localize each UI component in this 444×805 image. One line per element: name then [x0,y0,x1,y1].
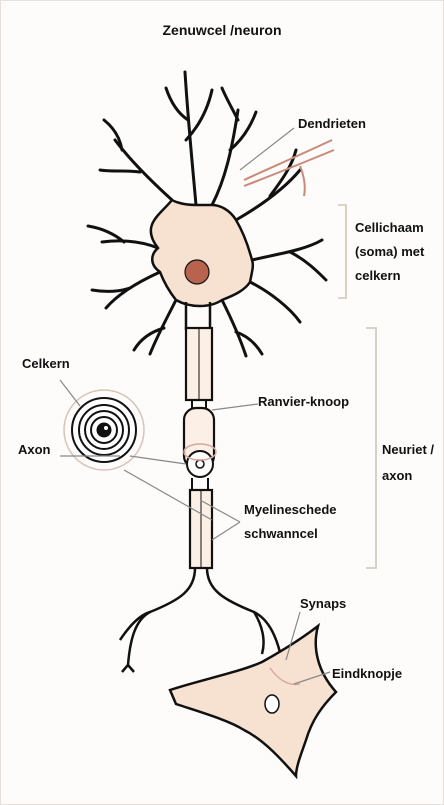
label-neurite-1: Neuriet / [382,440,434,460]
axon-terminals [120,568,290,672]
label-neurite-2: axon [382,466,412,486]
nucleus-icon [185,260,209,284]
label-terminal: Eindknopje [332,664,402,684]
label-schwann: schwanncel [244,524,318,544]
label-myelin: Myelineschede [244,500,337,520]
label-cell-body-2: (soma) met [355,242,424,262]
axon-cross-core [196,460,204,468]
label-axon: Axon [18,440,51,460]
label-synapse: Synaps [300,594,346,614]
label-ranvier: Ranvier-knoop [258,392,349,412]
label-nucleus: Celkern [22,354,70,374]
label-cell-body-3: celkern [355,266,401,286]
postsynaptic-cell [170,626,336,776]
highlighted-dendrite [244,140,334,196]
label-dendrites: Dendrieten [298,114,366,134]
myelin-cross-section [64,390,144,470]
diagram-title: Zenuwcel /neuron [0,20,444,41]
postsynaptic-nucleus-icon [265,695,279,713]
label-cell-body-1: Cellichaam [355,218,424,238]
cell-body [151,200,253,306]
